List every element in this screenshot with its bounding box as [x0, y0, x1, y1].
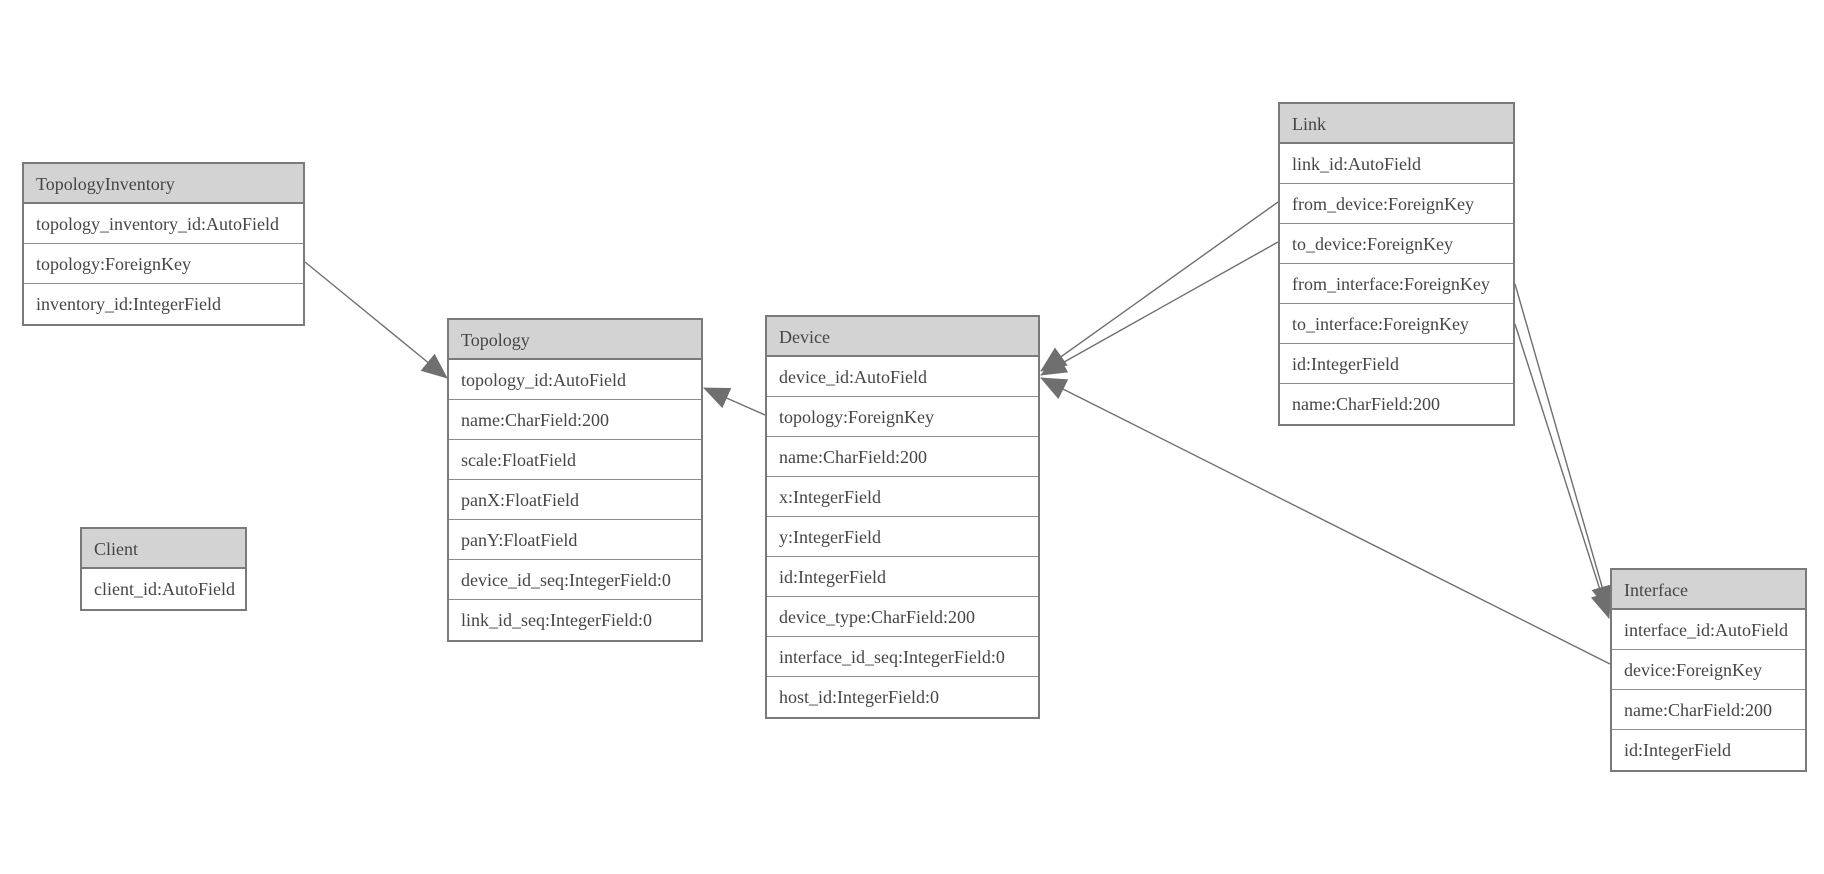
- field-row: from_interface:ForeignKey: [1280, 264, 1513, 304]
- entity-link-header: Link: [1280, 104, 1513, 144]
- field-row: scale:FloatField: [449, 440, 701, 480]
- entity-interface-header: Interface: [1612, 570, 1805, 610]
- field-row: id:IntegerField: [767, 557, 1038, 597]
- edge-device-topology: [703, 387, 766, 416]
- field-row: device_id_seq:IntegerField:0: [449, 560, 701, 600]
- field-row: device_id:AutoField: [767, 357, 1038, 397]
- field-row: interface_id_seq:IntegerField:0: [767, 637, 1038, 677]
- field-row: y:IntegerField: [767, 517, 1038, 557]
- field-row: device_type:CharField:200: [767, 597, 1038, 637]
- field-row: to_interface:ForeignKey: [1280, 304, 1513, 344]
- field-row: name:CharField:200: [767, 437, 1038, 477]
- edge-link-to-device: [1040, 241, 1279, 376]
- field-row: x:IntegerField: [767, 477, 1038, 517]
- edge-topologyinventory-topology: [304, 261, 448, 379]
- field-row: interface_id:AutoField: [1612, 610, 1805, 650]
- field-row: panX:FloatField: [449, 480, 701, 520]
- field-row: from_device:ForeignKey: [1280, 184, 1513, 224]
- field-row: id:IntegerField: [1612, 730, 1805, 770]
- field-row: to_device:ForeignKey: [1280, 224, 1513, 264]
- field-row: name:CharField:200: [1612, 690, 1805, 730]
- field-row: topology:ForeignKey: [24, 244, 303, 284]
- field-row: id:IntegerField: [1280, 344, 1513, 384]
- entity-device-header: Device: [767, 317, 1038, 357]
- field-row: client_id:AutoField: [82, 569, 245, 609]
- field-row: name:CharField:200: [449, 400, 701, 440]
- entity-topology: Topology topology_id:AutoField name:Char…: [447, 318, 703, 642]
- field-row: inventory_id:IntegerField: [24, 284, 303, 324]
- edge-link-to-interface: [1514, 323, 1612, 619]
- entity-topology-inventory: TopologyInventory topology_inventory_id:…: [22, 162, 305, 326]
- field-row: host_id:IntegerField:0: [767, 677, 1038, 717]
- edge-link-from-interface: [1514, 283, 1613, 612]
- field-row: topology:ForeignKey: [767, 397, 1038, 437]
- entity-topology-inventory-header: TopologyInventory: [24, 164, 303, 204]
- entity-device: Device device_id:AutoField topology:Fore…: [765, 315, 1040, 719]
- field-row: device:ForeignKey: [1612, 650, 1805, 690]
- field-row: panY:FloatField: [449, 520, 701, 560]
- field-row: topology_inventory_id:AutoField: [24, 204, 303, 244]
- field-row: link_id_seq:IntegerField:0: [449, 600, 701, 640]
- entity-client-header: Client: [82, 529, 245, 569]
- field-row: name:CharField:200: [1280, 384, 1513, 424]
- entity-interface: Interface interface_id:AutoField device:…: [1610, 568, 1807, 772]
- edge-link-from-device: [1040, 201, 1279, 372]
- entity-link: Link link_id:AutoField from_device:Forei…: [1278, 102, 1515, 426]
- entity-topology-header: Topology: [449, 320, 701, 360]
- field-row: link_id:AutoField: [1280, 144, 1513, 184]
- field-row: topology_id:AutoField: [449, 360, 701, 400]
- entity-client: Client client_id:AutoField: [80, 527, 247, 611]
